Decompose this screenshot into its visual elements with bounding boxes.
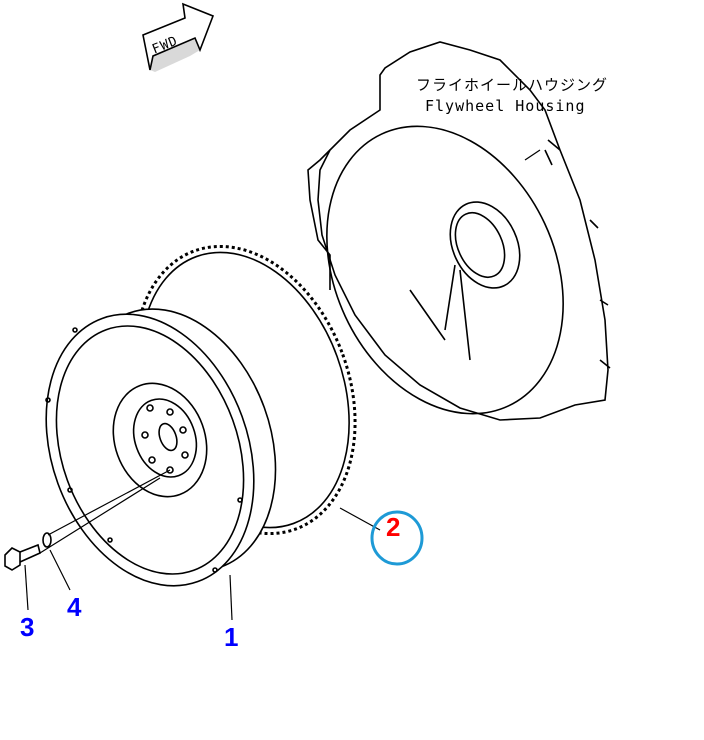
callout-3[interactable]: 3 xyxy=(20,612,35,642)
washer xyxy=(42,532,52,548)
housing-label-jp: フライホイールハウジング xyxy=(416,76,609,94)
flywheel xyxy=(45,308,277,587)
callout-2-highlight-ring xyxy=(370,510,424,566)
callout-1[interactable]: 1 xyxy=(224,622,239,652)
bolt xyxy=(4,543,41,571)
flywheel-housing xyxy=(307,41,611,421)
fwd-arrow-icon xyxy=(142,2,215,72)
callout-4[interactable]: 4 xyxy=(67,592,82,622)
callout-2[interactable]: 2 xyxy=(386,512,401,542)
housing-label-en: Flywheel Housing xyxy=(425,97,586,115)
